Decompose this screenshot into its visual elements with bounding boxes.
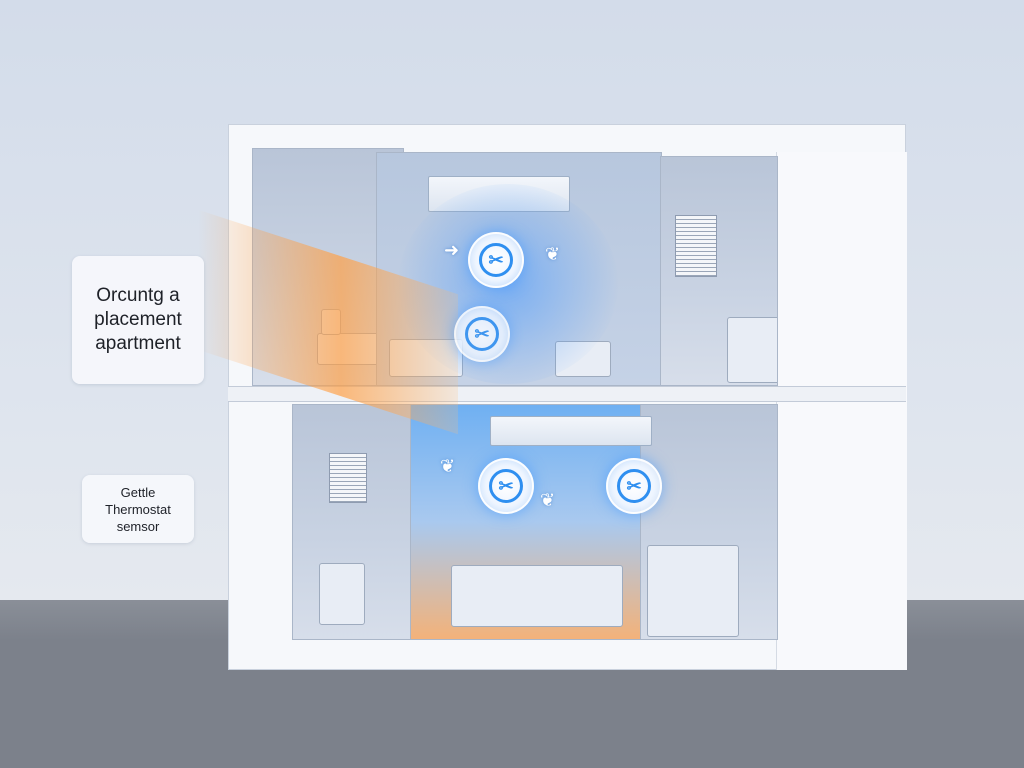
kitchen-counter	[647, 545, 739, 637]
callout-line: Orcuntg a	[96, 285, 180, 306]
airflow-arrow-icon: ❦	[440, 456, 456, 476]
callout-line: semsor	[116, 518, 160, 534]
apartment-cutaway	[198, 124, 907, 670]
airflow-arrow-icon: ❦	[540, 490, 556, 510]
upper-right-room	[660, 156, 778, 386]
exterior-wall	[776, 152, 907, 670]
wall-vent	[675, 215, 717, 277]
thermostat-sensor-icon: ✂	[454, 306, 510, 362]
bed	[451, 565, 623, 627]
callout-line: Gettle	[120, 484, 156, 500]
callout-line: placement	[94, 309, 182, 330]
lower-kitchen	[640, 404, 778, 640]
thermostat-sensor-icon: ✂	[468, 232, 524, 288]
callout-line: apartment	[95, 333, 181, 354]
thermostat-sensor-icon: ✂	[478, 458, 534, 514]
airflow-arrow-icon: ➜	[444, 240, 460, 260]
dining-set	[319, 563, 365, 625]
thermostat-sensor-icon: ✂	[606, 458, 662, 514]
callout-line: Thermostat	[105, 501, 171, 517]
lower-left-room	[292, 404, 412, 640]
ceiling-ac-unit-lower	[490, 416, 652, 446]
placement-callout: Orcuntg a placement apartment	[72, 256, 204, 384]
sensor-callout: Gettle Thermostat semsor	[82, 475, 194, 543]
window	[329, 453, 367, 503]
cabinet	[727, 317, 777, 383]
airflow-arrow-icon: ❦	[545, 244, 561, 264]
